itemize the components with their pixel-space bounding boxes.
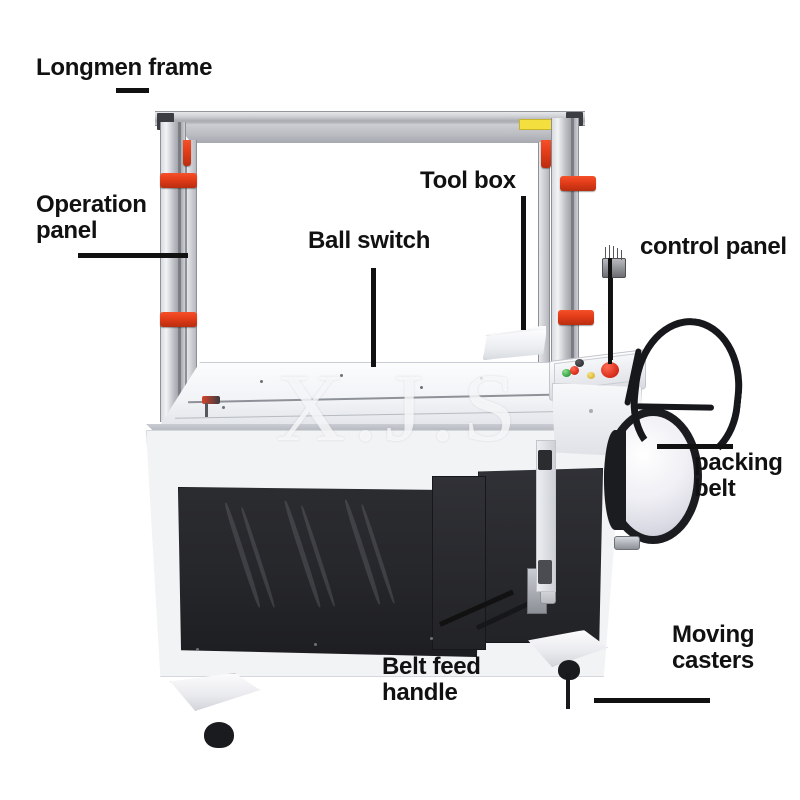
- pendant-prong-icon: [617, 248, 618, 259]
- frame-clamp-left-upper: [160, 173, 197, 188]
- pendant-prong-icon: [605, 247, 606, 259]
- table-screw: [340, 374, 343, 377]
- strap-head-stem: [205, 403, 208, 417]
- frame-clamp-right-lower: [558, 310, 594, 325]
- leader-moving-casters: [594, 698, 710, 703]
- panel-screw: [196, 648, 199, 651]
- label-packing-belt: packing belt: [694, 449, 783, 502]
- left-post-inner-rail: [186, 140, 197, 422]
- frame-guide-left-top: [183, 140, 191, 166]
- label-longmen-frame: Longmen frame: [36, 54, 213, 81]
- label-moving-casters: Moving casters: [672, 621, 755, 674]
- panel-screw: [430, 637, 433, 640]
- pendant-prong-icon: [621, 250, 622, 260]
- emergency-stop-button[interactable]: [601, 362, 619, 378]
- leader-operation-panel: [78, 253, 188, 258]
- leader-tool-box: [521, 196, 526, 330]
- control-pendant-box: [602, 258, 626, 278]
- moving-caster-right: [558, 660, 580, 680]
- control-panel-black-button[interactable]: [575, 359, 584, 367]
- moving-caster-left: [204, 722, 234, 748]
- tool-box: [483, 328, 547, 360]
- control-panel-yellow-indicator: [587, 372, 595, 379]
- leader-longmen-frame: [116, 88, 149, 93]
- label-control-panel: control panel: [640, 233, 787, 260]
- base-foot-left: [170, 673, 260, 711]
- longmen-frame-left-post: [160, 122, 186, 422]
- rear-support-column: [536, 440, 556, 592]
- table-screw: [480, 377, 483, 380]
- leader-ball-switch: [371, 268, 376, 367]
- label-ball-switch: Ball switch: [308, 227, 431, 254]
- caster-stem-right: [566, 673, 570, 709]
- frame-clamp-right-upper: [560, 176, 596, 191]
- leader-control-panel: [608, 258, 612, 364]
- label-belt-feed-handle: Belt feed handle: [382, 653, 481, 706]
- reel-hub-bracket: [614, 536, 640, 550]
- frame-clamp-left-lower: [160, 312, 197, 327]
- reel-left-shade: [604, 430, 626, 530]
- control-panel-green-button[interactable]: [562, 369, 571, 377]
- warning-sticker-icon: [519, 119, 555, 130]
- machine-table-front-edge: [146, 424, 621, 433]
- rear-column-fitting: [538, 450, 552, 470]
- table-screw: [222, 406, 225, 409]
- table-screw: [260, 380, 263, 383]
- strap-head-fitting: [202, 396, 220, 404]
- leader-packing-belt: [657, 444, 733, 449]
- console-screw: [589, 409, 593, 413]
- table-screw: [420, 386, 423, 389]
- pendant-prong-icon: [613, 246, 614, 259]
- left-post-groove: [178, 122, 181, 422]
- cabinet-front-dark-panel: [178, 487, 480, 657]
- frame-guide-right-top: [541, 140, 551, 168]
- right-post-groove: [571, 118, 574, 408]
- label-operation-panel: Operation panel: [36, 191, 147, 244]
- control-panel-red-button[interactable]: [570, 366, 579, 375]
- panel-screw: [314, 643, 317, 646]
- rear-column-fitting: [538, 560, 552, 584]
- label-tool-box: Tool box: [420, 167, 516, 194]
- pendant-prong-icon: [609, 245, 610, 259]
- longmen-frame-top-beam-face: [176, 124, 566, 143]
